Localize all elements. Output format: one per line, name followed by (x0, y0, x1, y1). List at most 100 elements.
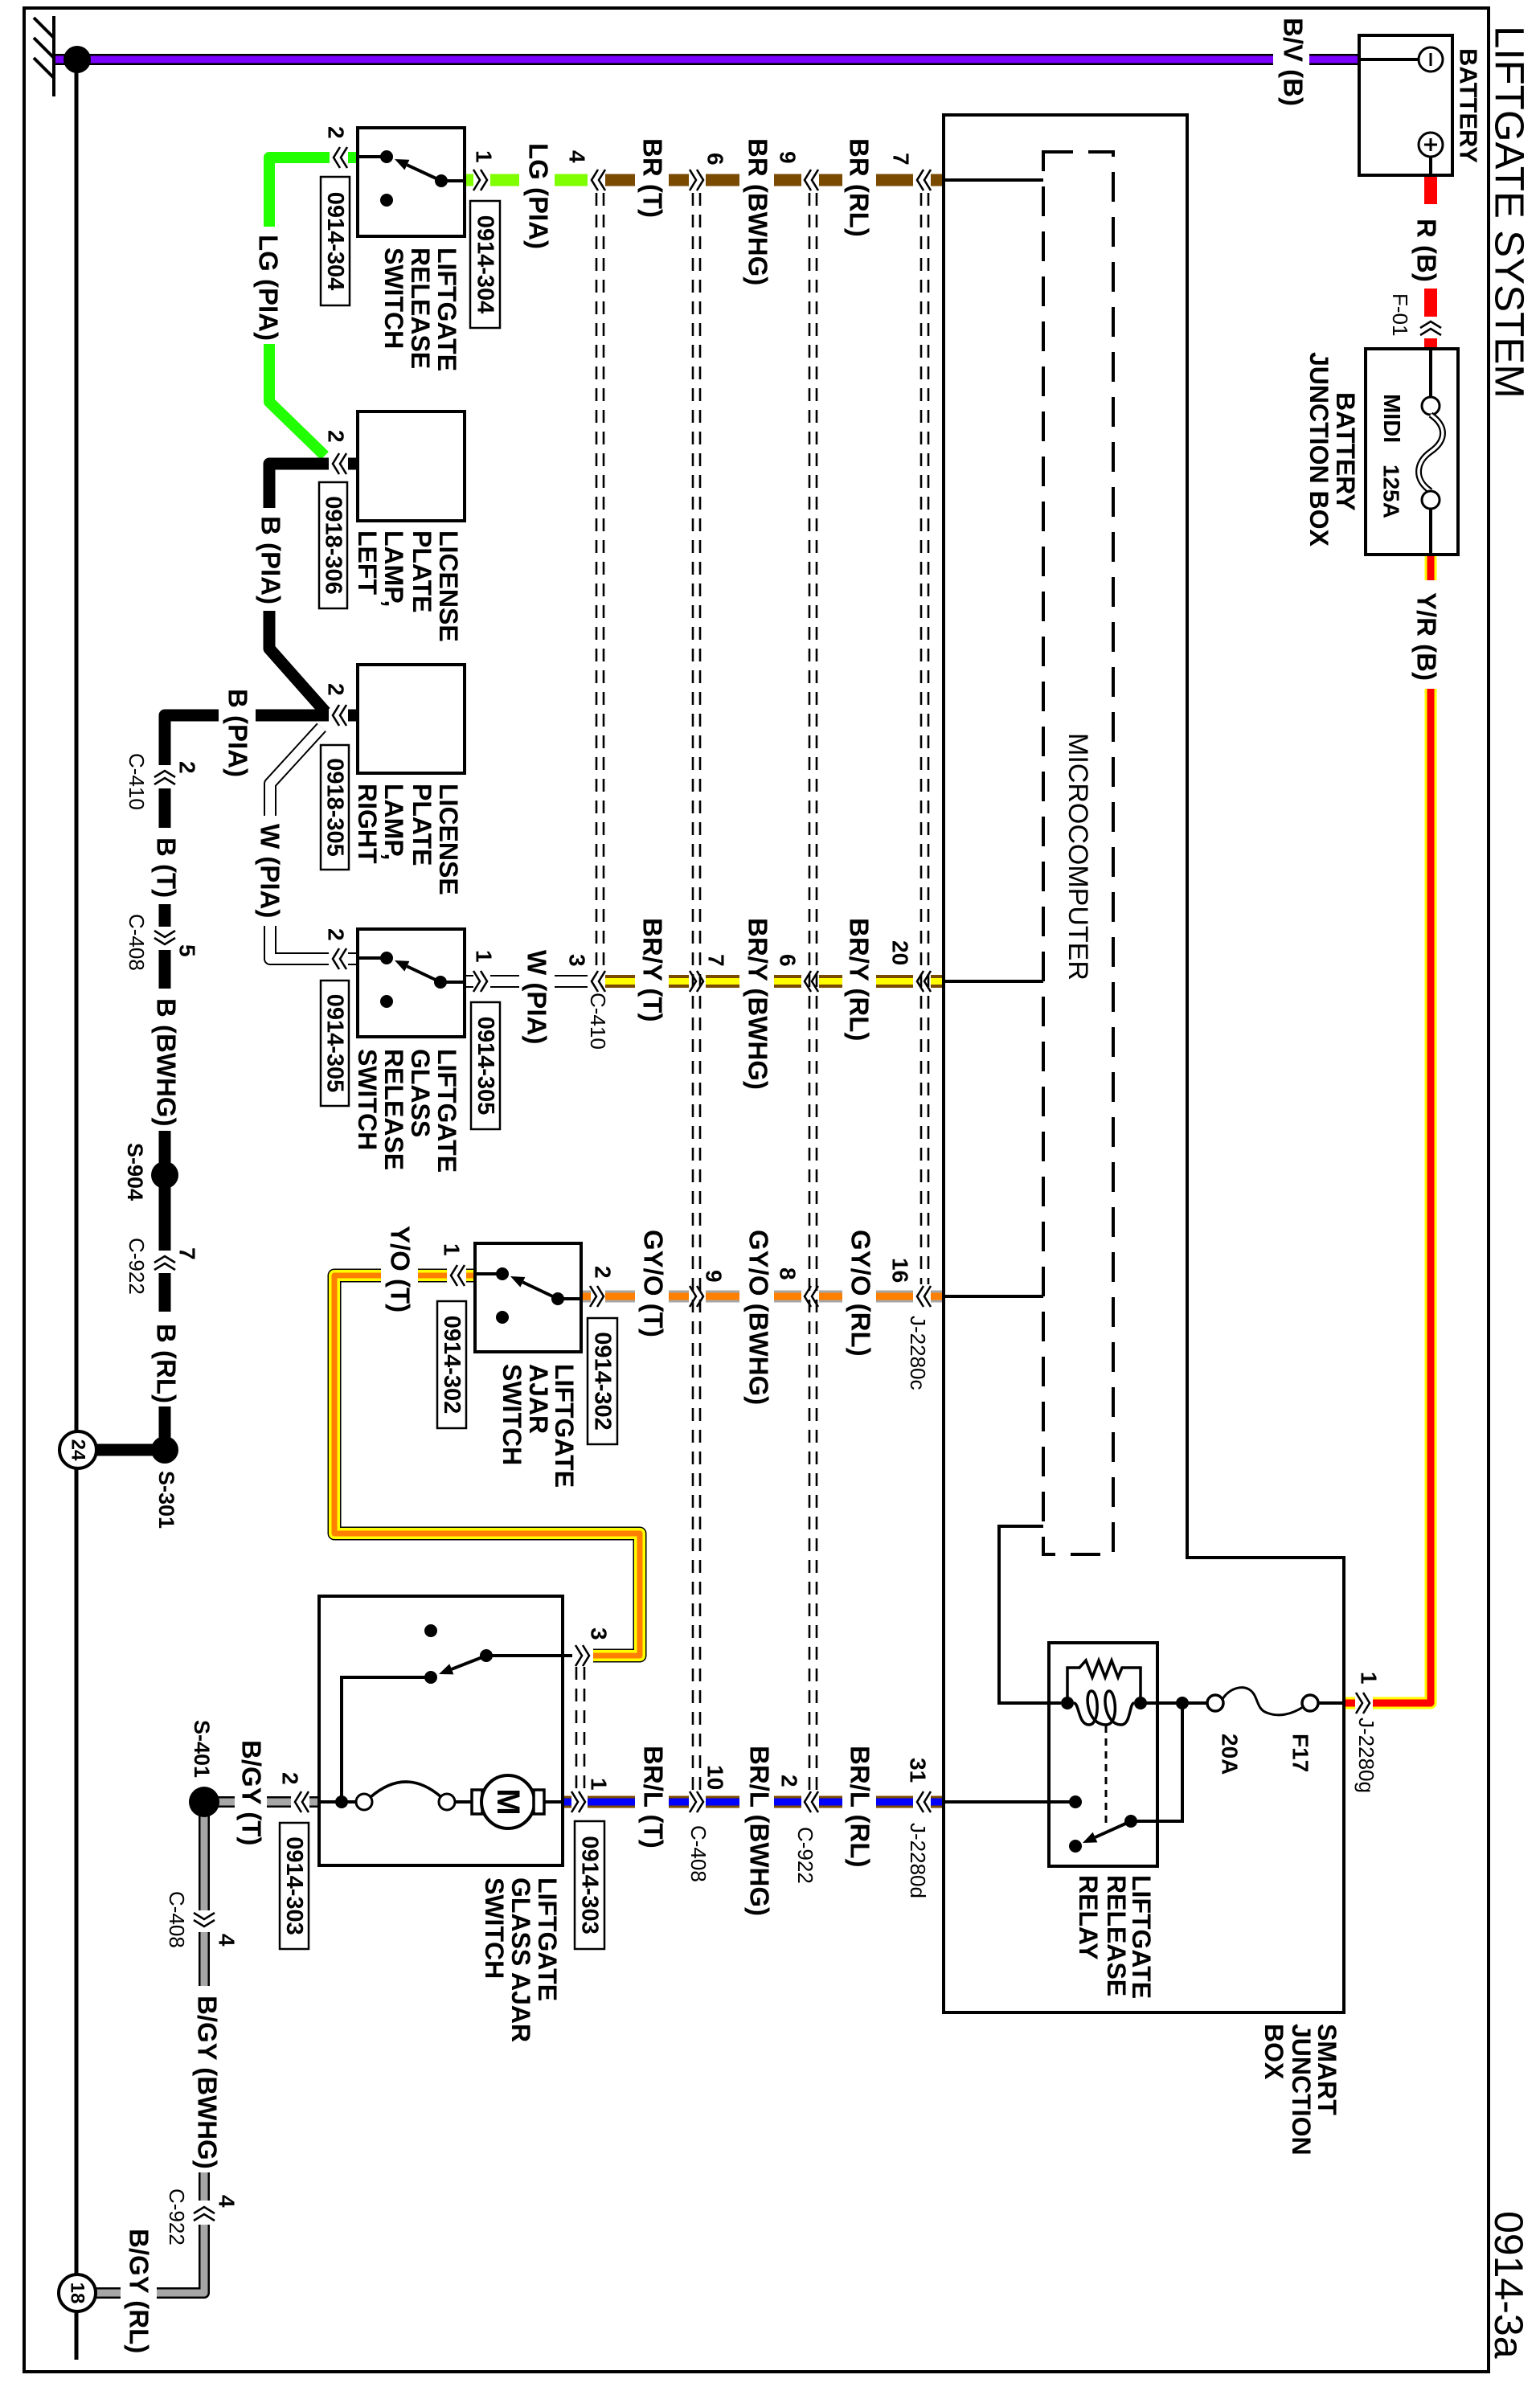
fuse-f17-id: F17 (1288, 1734, 1313, 1772)
midi-fuse-element-core (1417, 413, 1444, 493)
connector-chevron-stroke (597, 169, 607, 191)
connector-chevron-stroke (695, 169, 705, 191)
license-plate-lamp-left-name: LICENSE (434, 530, 463, 642)
ground-point-number: 18 (67, 2283, 88, 2304)
wire-w-pia-lamp-switch-stroke (265, 926, 329, 964)
pin-number: 6 (776, 954, 801, 967)
liftgate-release-switch-pin1-connector-icon (472, 169, 489, 191)
connector-label: C-410 (586, 993, 610, 1050)
connector-chevron-stroke (810, 169, 820, 191)
wire-label: B/GY (RL) (125, 2229, 154, 2353)
connector-j2280c-link (919, 193, 930, 1284)
connector-chevron-stroke (810, 1791, 820, 1813)
battery-name: BATTERY (1455, 48, 1483, 163)
smart-junction-box-name: BOX (1259, 2024, 1288, 2080)
pin-number: 3 (587, 1628, 612, 1640)
connector-chevron-stroke (339, 146, 349, 169)
connector-chevron-stroke (338, 948, 348, 970)
connector-label: C-922 (125, 1238, 149, 1295)
connector-chevron-stroke (293, 1791, 303, 1813)
connector-id-text: 0914-305 (322, 994, 348, 1093)
license-plate-lamp-left-pin2-connector-icon (331, 452, 348, 475)
microcomputer-name: MICROCOMPUTER (1063, 733, 1093, 981)
motor-symbol: M (490, 1788, 526, 1815)
pin-number: 5 (175, 944, 200, 957)
license-plate-lamp-left-name: PLATE (408, 530, 436, 613)
pin-number: 7 (704, 954, 729, 967)
pin-number: 7 (175, 1247, 200, 1260)
connector-id-text: 0914-304 (473, 215, 498, 314)
connector-f01-icon (1419, 320, 1442, 337)
page-id: 0914-3a (1486, 2211, 1531, 2359)
pin-number: 4 (215, 2195, 240, 2208)
midi-fuse-terminal (1420, 489, 1441, 510)
connector-chevron-stroke (577, 1791, 587, 1813)
connector-chevron-stroke (154, 929, 176, 939)
smart-junction-box-outline (942, 113, 1345, 2014)
connector-chevron-stroke (590, 169, 600, 191)
liftgate-glass-release-switch-name: RELEASE (379, 1049, 408, 1170)
liftgate-glass-release-switch-name: SWITCH (353, 1049, 382, 1150)
wire-label: R (B) (1412, 219, 1442, 282)
connector-c408-icon (688, 1791, 705, 1813)
fuse-f17-terminal (1206, 1693, 1225, 1713)
connector-chevron-stroke (154, 776, 176, 786)
wire-label: BR/Y (BWHG) (743, 918, 773, 1090)
liftgate-release-relay-name: RELAY (1074, 1875, 1103, 1960)
connector-label: C-408 (165, 1891, 189, 1948)
wire-b-pia-lamp-right-stroke (158, 709, 219, 765)
connector-label: J-2280d (906, 1823, 930, 1898)
wire-label: B/GY (BWHG) (193, 1996, 223, 2169)
connector-chevron-stroke (695, 970, 705, 993)
switch-arrowhead-icon (510, 1276, 526, 1288)
wire-label: B (PIA) (256, 516, 286, 604)
connector-chevron-stroke (193, 2205, 215, 2215)
connector-chevron-stroke (590, 970, 600, 993)
wire-label: B/GY (T) (237, 1740, 267, 1845)
license-plate-lamp-right-name: RIGHT (353, 784, 382, 864)
microcomputer-outline (1042, 150, 1115, 1556)
connector-chevron-stroke (331, 948, 341, 970)
ground-icon (32, 16, 55, 96)
connector-id-text: 0914-305 (473, 1017, 498, 1116)
ground-hatch (32, 16, 55, 39)
license-plate-lamp-right-name: LICENSE (434, 784, 463, 895)
connector-chevron-stroke (1419, 320, 1442, 330)
connector-id-frame (573, 1820, 606, 1951)
connector-chevron-stroke (810, 970, 820, 993)
wire-yo-t-stroke (331, 1272, 643, 1659)
wire-label: B (T) (152, 837, 182, 898)
license-plate-lamp-left-box (356, 410, 466, 522)
liftgate-glass-ajar-switch-pin3-connector-icon (574, 1644, 591, 1667)
connector-c408-icon (688, 970, 705, 993)
connector-id-text: 0914-303 (281, 1836, 307, 1935)
connector-id-frame (319, 743, 350, 871)
license-plate-lamp-right-box (356, 663, 466, 775)
wire-yr-b (1344, 555, 1437, 1709)
wire-w-pia-lamp-switch (264, 723, 358, 965)
splice-s401-dot (189, 1787, 219, 1817)
wire-w-pia-lamp-switch-stroke (265, 723, 326, 816)
wire-label: GY/O (RL) (846, 1230, 876, 1357)
liftgate-ajar-switch-arm (510, 1276, 559, 1300)
connector-c922-icon (193, 2205, 215, 2222)
wire-label: BR (RL) (845, 138, 874, 237)
wire-label: BR/Y (RL) (845, 918, 874, 1041)
connector-chevron-stroke (1419, 327, 1442, 337)
connector-id-frame (469, 199, 502, 330)
wire-layer (54, 54, 1437, 2360)
wire-w-pia-lamp-switch-stroke (264, 926, 329, 965)
pin-number: 6 (703, 153, 728, 166)
battery-junction-box (1364, 347, 1460, 556)
diagram-border (23, 6, 1490, 2373)
liftgate-release-switch-name: SWITCH (379, 248, 408, 349)
microcomputer-relay-drive (997, 1525, 1061, 1705)
connector-chevron-stroke (154, 1255, 176, 1264)
connector-j2280c-icon (915, 169, 932, 191)
wire-label: B (PIA) (223, 689, 253, 777)
wire-label: B (RL) (152, 1324, 182, 1403)
wire-label: GY/O (BWHG) (744, 1230, 774, 1405)
glass-ajar-internal-link (340, 1676, 431, 1802)
license-plate-lamp-right-pin2-connector-icon (331, 704, 348, 727)
